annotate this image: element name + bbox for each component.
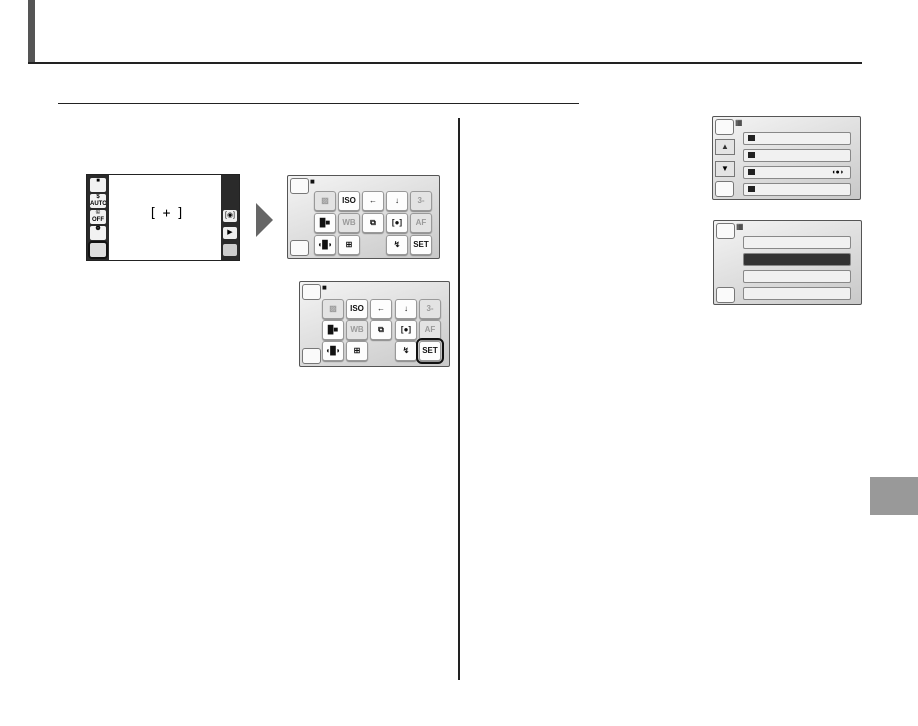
setup-row-1[interactable] [743,132,851,145]
tile-quality[interactable]: ↓ [395,299,417,319]
menu-back-button[interactable] [715,119,734,135]
row-icon [748,186,755,192]
setup-menu-page-1: ▦ ▲ ▼ ◖●◗ [712,116,861,200]
scroll-down-button[interactable]: ▼ [715,161,735,177]
section-rule [58,103,579,104]
tile-wb[interactable]: WB [338,213,360,233]
row-icon [748,152,755,158]
scroll-up-button[interactable]: ▲ [715,139,735,155]
focus-frame: [ + ] [149,206,184,221]
tile-film-sim[interactable]: █■ [314,213,336,233]
arrow-right-icon [256,203,273,237]
tile-exposure[interactable]: ▨ [314,191,336,211]
tile-stabilization[interactable]: ◖█◗ [314,235,336,255]
camera-icon: ■ [322,283,327,292]
setup-menu-page-2: ▦ [713,220,862,305]
tile-image-size[interactable]: ← [370,299,392,319]
menu-close-button[interactable] [716,287,735,303]
camera-mode-button[interactable]: ■ [90,178,106,192]
menu-back-button[interactable] [302,284,321,300]
setup-row-3[interactable]: ◖●◗ [743,166,851,179]
blank-button[interactable] [223,244,237,256]
menu-back-button[interactable] [290,178,309,194]
row-icon [748,135,755,141]
live-view-screen: ■ $ AUTO © OFF ❁ [ + ] [◉] ▶ [86,174,240,261]
tile-wb[interactable]: WB [346,320,368,340]
camera-icon: ■ [310,177,315,186]
tile-flash[interactable]: ↯ [395,341,417,361]
macro-button[interactable]: ❁ [90,226,106,240]
row-icon [748,169,755,175]
shooting-menu-panel: ■ ▨ ISO ← ↓ 3-Avg █■ WB ⧉ [●] AF ◖█◗ ⊞ ↯… [287,175,440,259]
tile-grid[interactable]: ⊞ [338,235,360,255]
tile-exposure[interactable]: ▨ [322,299,344,319]
chapter-tab [870,477,918,515]
menu-close-button[interactable] [302,348,321,364]
shooting-menu-panel-set: ■ ▨ ISO ← ↓ 3-Avg █■ WB ⧉ [●] AF ◖█◗ ⊞ ↯… [299,281,450,367]
option-row-2-selected[interactable] [743,253,851,266]
tile-metering[interactable]: 3-Avg [410,191,432,211]
tile-stabilization[interactable]: ◖█◗ [322,341,344,361]
playback-button[interactable]: ▶ [223,227,237,239]
right-button-strip: [◉] ▶ [221,175,239,260]
column-divider [458,118,460,680]
left-button-strip: ■ $ AUTO © OFF ❁ [87,175,109,260]
tile-iso[interactable]: ISO [338,191,360,211]
tile-continuous[interactable]: ⧉ [362,213,384,233]
tile-face-detect[interactable]: [●] [395,320,417,340]
tile-face-detect[interactable]: [●] [386,213,408,233]
header-bar [28,0,35,64]
tile-film-sim[interactable]: █■ [322,320,344,340]
self-timer-button[interactable]: © OFF [90,210,106,224]
tile-set-selected[interactable]: SET [416,338,444,364]
tile-continuous[interactable]: ⧉ [370,320,392,340]
setup-icon: ▦ [736,222,744,231]
flash-auto-button[interactable]: $ AUTO [90,194,106,208]
option-row-1[interactable] [743,236,851,249]
tile-metering[interactable]: 3-Avg [419,299,441,319]
menu-button[interactable] [88,241,108,259]
setup-icon: ▦ [735,118,743,127]
setup-row-4[interactable] [743,183,851,196]
tile-af[interactable]: AF [419,320,441,340]
option-row-4[interactable] [743,287,851,300]
setup-row-2[interactable] [743,149,851,162]
menu-close-button[interactable] [290,240,309,256]
menu-back-button[interactable] [716,223,735,239]
tile-set[interactable]: SET [410,235,432,255]
header-rule [28,62,862,64]
face-detect-button[interactable]: [◉] [223,210,237,222]
stabilizer-icon: ◖●◗ [831,169,844,176]
tile-image-size[interactable]: ← [362,191,384,211]
tile-flash[interactable]: ↯ [386,235,408,255]
tile-grid[interactable]: ⊞ [346,341,368,361]
menu-close-button[interactable] [715,181,734,197]
tile-iso[interactable]: ISO [346,299,368,319]
option-row-3[interactable] [743,270,851,283]
tile-quality[interactable]: ↓ [386,191,408,211]
tile-af[interactable]: AF [410,213,432,233]
